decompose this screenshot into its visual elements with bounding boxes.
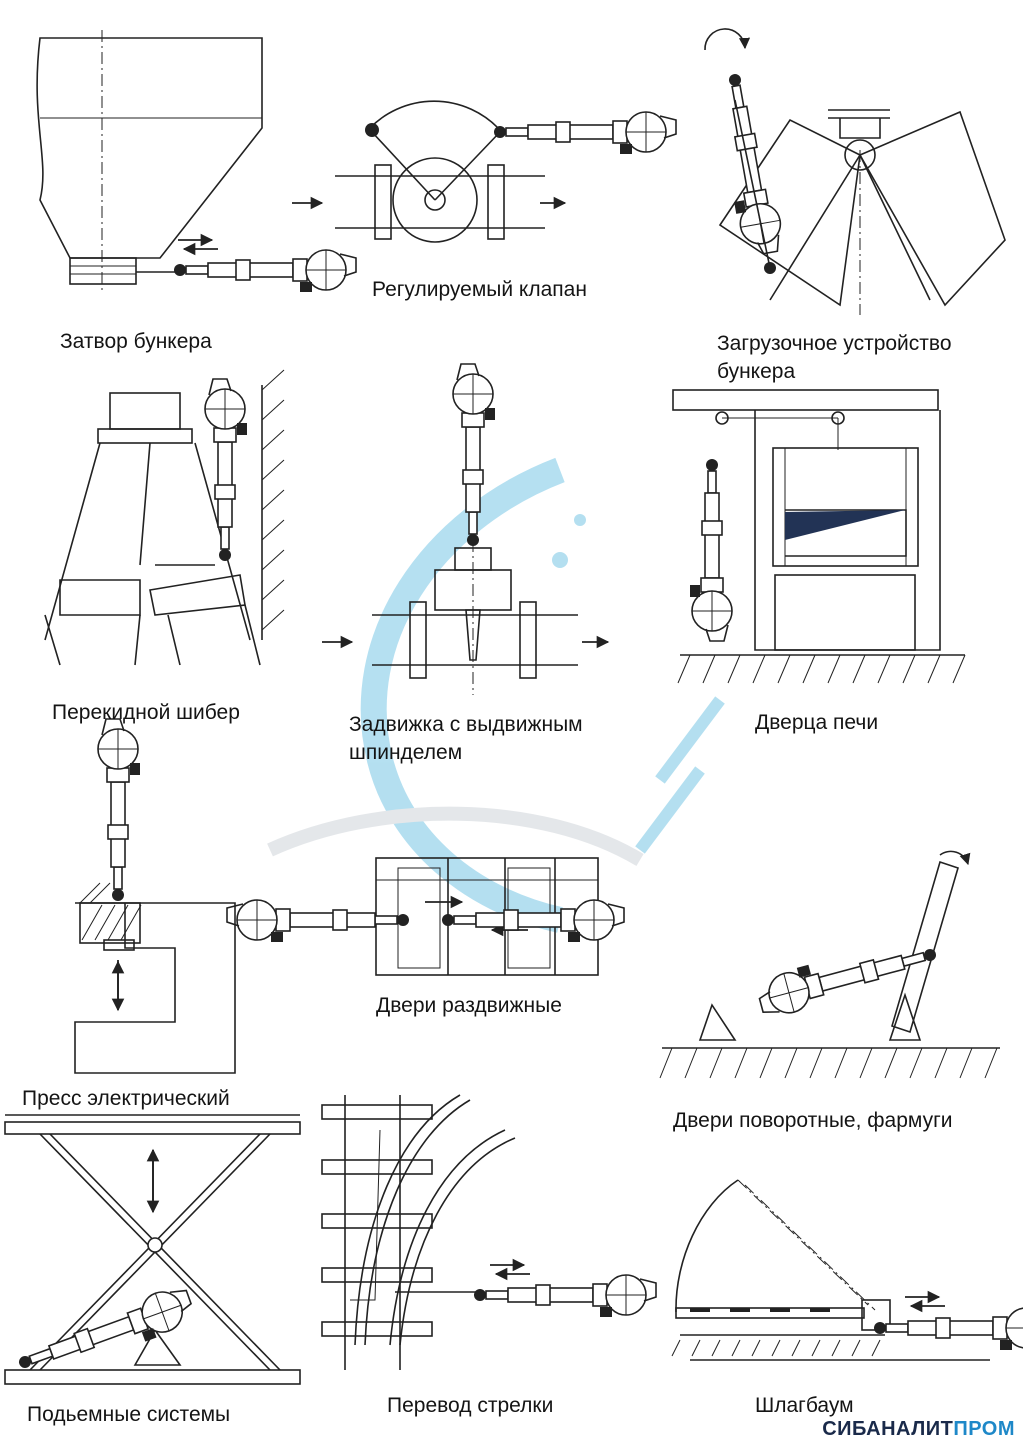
furnace-door-drawing <box>672 389 966 684</box>
gate-valve-drawing <box>322 363 610 695</box>
hopper-gate-drawing <box>36 30 357 293</box>
caption-control-valve: Регулируемый клапан <box>372 278 587 301</box>
caption-lift: Подьемные системы <box>27 1403 231 1426</box>
brand-name-part1: СИБАНАЛИТ <box>822 1418 954 1440</box>
brand-logo: СИБАНАЛИТПРОМ <box>822 1418 1015 1441</box>
caption-diverter: Перекидной шибер <box>52 701 240 724</box>
caption-hopper-gate: Затвор бункера <box>60 330 212 353</box>
caption-hopper-loader-line2: бункера <box>717 360 796 383</box>
caption-barrier: Шлагбаум <box>755 1394 854 1417</box>
caption-press: Пресс электрический <box>22 1087 230 1110</box>
diverter-drawing <box>44 369 285 666</box>
caption-swing-doors: Двери поворотные, фармуги <box>673 1109 953 1132</box>
caption-gate-valve-line1: Задвижка с выдвижным <box>349 713 583 736</box>
press-drawing <box>74 718 236 1074</box>
barrier-drawing <box>671 1179 1023 1361</box>
lift-drawing <box>4 1114 301 1386</box>
caption-rail-switch: Перевод стрелки <box>387 1394 554 1417</box>
caption-hopper-loader-line1: Загрузочное устройство <box>717 332 952 355</box>
caption-sliding-doors: Двери раздвижные <box>376 994 562 1017</box>
rail-switch-drawing <box>321 1094 657 1370</box>
hopper-loader-drawing <box>704 28 1006 315</box>
sliding-doors-drawing <box>226 857 625 976</box>
brand-name-part2: ПРОМ <box>953 1418 1015 1440</box>
caption-furnace-door: Дверца печи <box>755 711 879 734</box>
caption-gate-valve-line2: шпинделем <box>349 741 463 764</box>
control-valve-drawing <box>292 100 677 243</box>
watermark-logo <box>267 457 725 933</box>
swing-doors-drawing <box>659 850 1000 1079</box>
